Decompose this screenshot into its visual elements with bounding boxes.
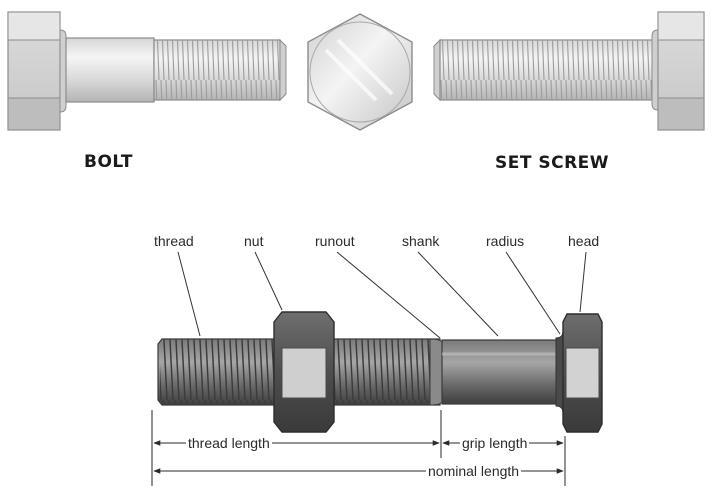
callout-runout: runout <box>315 233 355 249</box>
leader-radius <box>505 251 561 335</box>
set-screw-view <box>433 11 705 131</box>
bolt-shank <box>65 37 155 103</box>
callout-shank: shank <box>402 233 440 249</box>
anatomy-runout <box>429 338 443 406</box>
callout-nut: nut <box>244 233 264 249</box>
bolt-anatomy <box>157 311 603 433</box>
leader-thread <box>177 251 201 337</box>
anatomy-radius <box>555 330 564 414</box>
grip-length-label: grip length <box>460 435 530 451</box>
nominal-length-label: nominal length <box>426 463 522 479</box>
callout-thread: thread <box>154 233 194 249</box>
hex-bearing-circle <box>309 21 411 123</box>
anatomy-shank <box>441 339 561 405</box>
leader-nut <box>254 251 283 311</box>
bolt-view <box>7 11 287 131</box>
hex-head-end-view <box>307 13 413 131</box>
hex-head-outline <box>307 13 413 131</box>
thread-length-label: thread length <box>186 435 272 451</box>
leader-shank <box>417 251 499 337</box>
leader-runout <box>336 251 441 339</box>
callout-leaders <box>177 251 587 339</box>
bolt-label: BOLT <box>84 152 134 172</box>
leader-head <box>579 251 587 313</box>
callout-head: head <box>568 233 600 249</box>
set-screw-label: SET SCREW <box>495 153 610 173</box>
callout-radius: radius <box>486 233 525 249</box>
